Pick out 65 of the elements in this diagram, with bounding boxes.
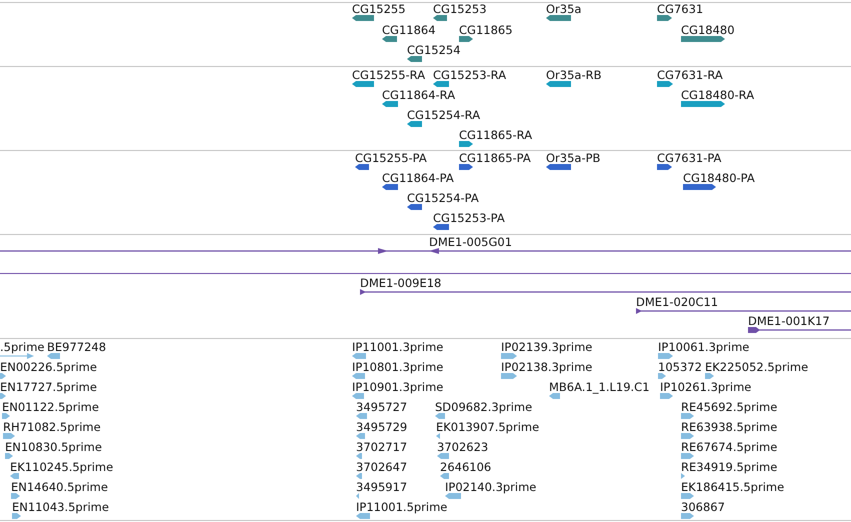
feature-label: IP11001.3prime bbox=[352, 340, 444, 354]
feature-label: IP10901.3prime bbox=[352, 380, 444, 394]
feature-label: CG7631-RA bbox=[657, 68, 723, 82]
feature-label: CG15254-PA bbox=[407, 191, 479, 205]
feature-label: DME1-009E18 bbox=[360, 276, 442, 290]
feature-label: CG11864-RA bbox=[382, 88, 456, 102]
feature-label: RH71082.5prime bbox=[3, 420, 101, 434]
feature-label: CG18480-PA bbox=[683, 171, 755, 185]
feature-label: EK013907.5prime bbox=[436, 420, 540, 434]
feature-label: 306867 bbox=[681, 500, 725, 514]
feature-label: 2646106 bbox=[440, 460, 492, 474]
feature-label: CG7631-PA bbox=[657, 151, 722, 165]
feature-label: CG15255-RA bbox=[352, 68, 426, 82]
feature-label: .5prime bbox=[0, 340, 44, 354]
feature-label: CG7631 bbox=[657, 2, 704, 16]
feature-label: CG15255-PA bbox=[355, 151, 427, 165]
feature-label: RE63938.5prime bbox=[681, 420, 778, 434]
feature-label: CG18480 bbox=[681, 23, 735, 37]
feature-label: Or35a-RB bbox=[546, 68, 602, 82]
feature-label: CG15255 bbox=[352, 2, 406, 16]
feature-label: Or35a-PB bbox=[546, 151, 600, 165]
feature-label: IP10801.3prime bbox=[352, 360, 444, 374]
feature-label: DME1-020C11 bbox=[636, 295, 718, 309]
feature-label: EN14640.5prime bbox=[11, 480, 108, 494]
feature-label: MB6A.1_1.L19.C1 bbox=[549, 380, 650, 394]
feature-label: IP02138.3prime bbox=[501, 360, 592, 374]
feature-label: CG15254 bbox=[407, 43, 461, 57]
feature-label: CG15253 bbox=[433, 2, 487, 16]
feature-label: IP10261.3prime bbox=[660, 380, 752, 394]
feature-label: CG11865 bbox=[459, 23, 513, 37]
feature-label: CG15253-PA bbox=[433, 211, 505, 225]
feature-label: IP02140.3prime bbox=[445, 480, 536, 494]
feature-label: DME1-001K17 bbox=[748, 314, 830, 328]
feature-label: DME1-005G01 bbox=[429, 235, 512, 249]
feature-label: Or35a bbox=[546, 2, 582, 16]
feature-label: EN17727.5prime bbox=[0, 380, 97, 394]
feature-label: CG15253-RA bbox=[433, 68, 506, 82]
feature-label: BE977248 bbox=[47, 340, 106, 354]
feature-label: 3702647 bbox=[356, 460, 408, 474]
feature-label: CG11864-PA bbox=[382, 171, 454, 185]
feature-label: EN10830.5prime bbox=[5, 440, 102, 454]
feature-label: CG11865-RA bbox=[459, 128, 532, 142]
feature-label: 3702623 bbox=[437, 440, 488, 454]
feature-label: 3702717 bbox=[356, 440, 408, 454]
feature-label: 3495917 bbox=[356, 480, 408, 494]
feature-label: EK186415.5prime bbox=[681, 480, 784, 494]
feature-label: SD09682.3prime bbox=[435, 400, 532, 414]
feature-label: CG11865-PA bbox=[459, 151, 531, 165]
feature-label: EN11043.5prime bbox=[12, 500, 109, 514]
feature-label: RE45692.5prime bbox=[681, 400, 778, 414]
feature-label: CG15254-RA bbox=[407, 108, 480, 122]
feature-label: EK110245.5prime bbox=[10, 460, 114, 474]
feature-label: 105372 bbox=[658, 360, 702, 374]
feature-label: EN01122.5prime bbox=[2, 400, 99, 414]
feature-label: 3495729 bbox=[356, 420, 408, 434]
feature-label: RE67674.5prime bbox=[681, 440, 778, 454]
feature-label: RE34919.5prime bbox=[681, 460, 778, 474]
feature-label: EK225052.5prime bbox=[705, 360, 808, 374]
feature-label: IP02139.3prime bbox=[501, 340, 592, 354]
feature-label: 3495727 bbox=[356, 400, 408, 414]
feature-label: IP11001.5prime bbox=[356, 500, 448, 514]
feature-label: CG11864 bbox=[382, 23, 436, 37]
feature-label: CG18480-RA bbox=[681, 88, 754, 102]
feature-label: EN00226.5prime bbox=[0, 360, 97, 374]
feature-label: IP10061.3prime bbox=[658, 340, 750, 354]
